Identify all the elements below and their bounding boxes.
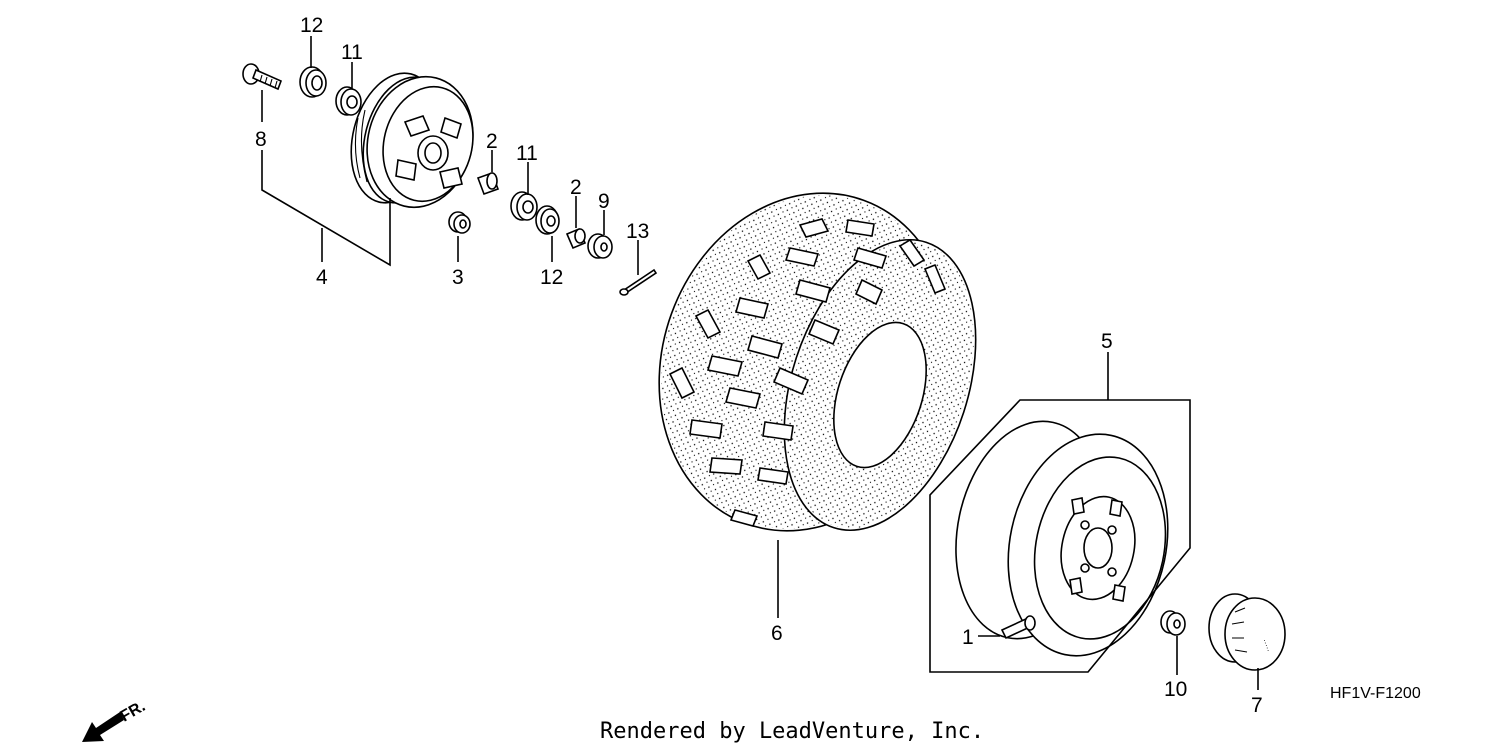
oil-seal-lower[interactable] — [535, 205, 560, 235]
tire[interactable] — [613, 152, 1010, 572]
callout-1[interactable]: 1 — [962, 626, 974, 649]
callout-6[interactable]: 6 — [771, 622, 783, 645]
callout-12-lower[interactable]: 12 — [540, 266, 563, 289]
castle-nut[interactable] — [587, 233, 613, 259]
brake-drum-hub[interactable] — [338, 64, 486, 219]
callout-12-upper[interactable]: 12 — [300, 14, 323, 37]
oil-seal-upper[interactable] — [299, 66, 327, 98]
callout-7[interactable]: 7 — [1251, 694, 1263, 717]
render-credit: Rendered by LeadVenture, Inc. — [600, 719, 984, 744]
hub-cap[interactable]: ····· — [1208, 593, 1286, 671]
front-indicator-label: FR. — [118, 698, 149, 726]
ball-bearing-lower[interactable] — [510, 191, 538, 221]
callout-4[interactable]: 4 — [316, 266, 328, 289]
hub-nut[interactable] — [448, 211, 471, 234]
callout-13[interactable]: 13 — [626, 220, 649, 243]
distance-collar-a[interactable] — [476, 171, 500, 196]
callout-2-right[interactable]: 2 — [570, 176, 582, 199]
tire-valve[interactable] — [1000, 615, 1036, 640]
callout-10[interactable]: 10 — [1164, 678, 1187, 701]
callout-11-upper[interactable]: 11 — [341, 41, 363, 64]
callout-9[interactable]: 9 — [598, 190, 610, 213]
flange-bolt[interactable] — [242, 63, 283, 91]
wheel-rim[interactable] — [937, 407, 1188, 670]
svg-text:·····: ····· — [1260, 638, 1273, 654]
distance-collar-b[interactable] — [565, 227, 587, 250]
callout-2-left[interactable]: 2 — [486, 130, 498, 153]
callout-3[interactable]: 3 — [452, 266, 464, 289]
diagram-code: HF1V-F1200 — [1330, 685, 1421, 702]
cotter-pin[interactable] — [619, 268, 658, 296]
wheel-nut[interactable] — [1160, 610, 1186, 636]
leader-lines — [261, 36, 1259, 690]
ball-bearing-upper[interactable] — [335, 86, 362, 116]
tread-lugs — [668, 218, 947, 527]
callout-11-lower[interactable]: 11 — [516, 142, 538, 165]
arrow-down-left-icon — [82, 712, 124, 742]
callout-8[interactable]: 8 — [255, 128, 267, 151]
callout-5[interactable]: 5 — [1101, 330, 1113, 353]
